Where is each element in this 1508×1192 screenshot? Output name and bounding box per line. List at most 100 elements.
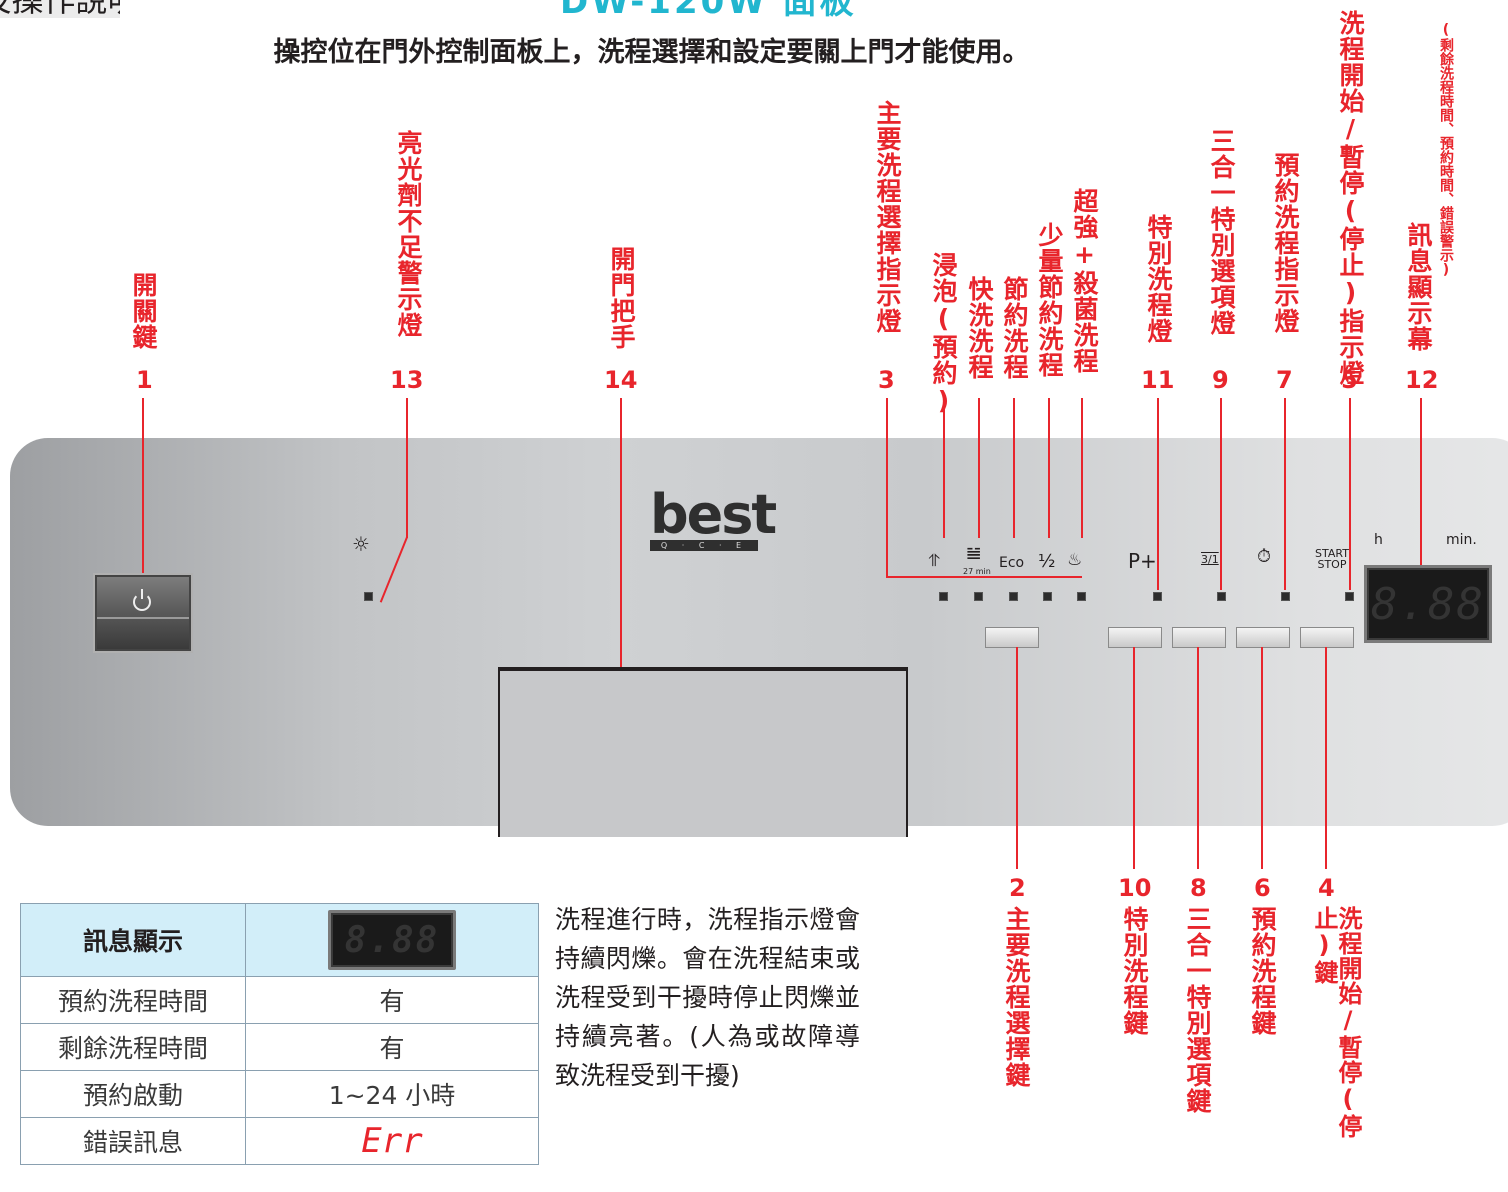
power-icon — [133, 593, 151, 611]
table-cell: 錯誤訊息 — [20, 1117, 246, 1165]
num-14: 14 — [604, 366, 638, 394]
label-display-note: (剩餘洗程時間、預約時間、錯誤警示) — [1438, 22, 1454, 278]
leader-quick — [978, 398, 980, 538]
table-header-label: 訊息顯示 — [20, 903, 246, 977]
label-main-key: 主要洗程選擇鍵 — [1002, 906, 1031, 1088]
led-eco — [1009, 592, 1018, 601]
brand-subtitle: Q · C · E — [650, 540, 758, 551]
label-display: 訊息顯示幕 — [1404, 222, 1433, 352]
num-13: 13 — [390, 366, 424, 394]
soak-icon: ⥣ — [928, 551, 941, 571]
door-handle[interactable] — [498, 667, 908, 837]
leader-4 — [1325, 647, 1327, 869]
glass-icon: 𝌡 — [966, 544, 982, 564]
table-cell: 有 — [245, 976, 539, 1024]
label-start-key: 洗程開始/暫停(停止)鍵 — [1310, 906, 1362, 1139]
num-5: 5 — [1341, 366, 1358, 394]
power-button[interactable] — [95, 575, 191, 651]
table-cell: 1~24 小時 — [245, 1070, 539, 1118]
model-title: DW-120W 面板 — [560, 0, 857, 22]
half-icon: ½ — [1038, 551, 1056, 572]
table-header-display: 8.88 — [245, 903, 539, 977]
table-display-digits: 8.88 — [344, 919, 440, 961]
label-door-handle: 開門把手 — [607, 246, 636, 350]
intensive-icon: ♨ — [1067, 550, 1083, 570]
table-cell: 有 — [245, 1023, 539, 1071]
leader-eco — [1013, 398, 1015, 538]
leader-11 — [1157, 398, 1159, 590]
num-1: 1 — [136, 366, 153, 394]
label-main-indicator: 主要洗程選擇指示燈 — [873, 100, 902, 334]
num-9: 9 — [1212, 366, 1229, 394]
error-code: Err — [245, 1117, 539, 1165]
start-stop-key[interactable] — [1300, 627, 1354, 648]
leader-1 — [142, 398, 144, 580]
label-start-light: 洗程開始/暫停(停止)指示燈 — [1336, 10, 1365, 386]
leader-3 — [886, 398, 888, 576]
note-text: 洗程進行時，洗程指示燈會持續閃爍。會在洗程結束或洗程受到干擾時停止閃爍並持續亮著… — [555, 905, 860, 1090]
led-soak — [939, 592, 948, 601]
label-special-key: 特別洗程鍵 — [1120, 906, 1149, 1036]
leader-6 — [1261, 647, 1263, 869]
label-delay-light: 預約洗程指示燈 — [1271, 152, 1300, 334]
leader-10 — [1133, 647, 1135, 869]
num-4: 4 — [1318, 874, 1335, 902]
num-12: 12 — [1405, 366, 1439, 394]
main-program-key[interactable] — [985, 627, 1039, 648]
leader-12 — [1420, 398, 1422, 568]
leader-intensive — [1081, 398, 1083, 538]
label-soak: 浸泡(預約) — [929, 252, 958, 416]
led-start — [1345, 592, 1354, 601]
section-title: (3) 面板及操作說明 — [0, 0, 120, 18]
label-delay-key: 預約洗程鍵 — [1248, 906, 1277, 1036]
special-program-key[interactable] — [1108, 627, 1162, 648]
label-power-key: 開關鍵 — [129, 272, 158, 350]
num-7: 7 — [1276, 366, 1293, 394]
three-in-one-icon: 3/1 — [1201, 553, 1219, 566]
leader-8 — [1197, 647, 1199, 869]
num-8: 8 — [1190, 874, 1207, 902]
leader-soak — [943, 398, 945, 538]
num-2: 2 — [1009, 874, 1026, 902]
led-special — [1153, 592, 1162, 601]
num-6: 6 — [1254, 874, 1271, 902]
led-delay — [1281, 592, 1290, 601]
leader-7 — [1284, 398, 1286, 590]
leader-half — [1048, 398, 1050, 538]
leader-3-h — [886, 576, 1082, 578]
led-half — [1043, 592, 1052, 601]
num-3: 3 — [878, 366, 895, 394]
table-row: 剩餘洗程時間有 — [20, 1023, 539, 1071]
label-3in1-key: 三合一特別選項鍵 — [1183, 906, 1212, 1114]
led-intensive — [1077, 592, 1086, 601]
label-half-eco: 少量節約洗程 — [1035, 222, 1064, 378]
table-cell: 剩餘洗程時間 — [20, 1023, 246, 1071]
leader-5 — [1349, 398, 1351, 590]
sun-icon: ☼ — [352, 532, 370, 556]
led-3in1 — [1217, 592, 1226, 601]
table-row: 預約洗程時間有 — [20, 976, 539, 1024]
leader-9 — [1220, 398, 1222, 590]
plus-icon: P+ — [1128, 549, 1157, 573]
display-h-label: h — [1374, 532, 1383, 548]
label-3in1-light: 三合一特別選項燈 — [1207, 128, 1236, 336]
label-rinse-aid-warning: 亮光劑不足警示燈 — [394, 130, 423, 338]
three-in-one-key[interactable] — [1172, 627, 1226, 648]
leader-13 — [406, 398, 408, 538]
display-digits: 8.88 — [1371, 578, 1485, 630]
label-special-light: 特別洗程燈 — [1144, 214, 1173, 344]
num-10: 10 — [1118, 874, 1152, 902]
message-display: 8.88 — [1364, 565, 1492, 643]
table-cell: 預約洗程時間 — [20, 976, 246, 1024]
brand-logo: best — [650, 483, 777, 546]
subtitle: 操控位在門外控制面板上，洗程選擇和設定要關上門才能使用。 — [273, 37, 1030, 68]
led-rinse-aid — [364, 592, 373, 601]
label-quick: 快洗洗程 — [965, 276, 994, 380]
delay-key[interactable] — [1236, 627, 1290, 648]
display-min-label: min. — [1446, 532, 1477, 548]
num-11: 11 — [1141, 366, 1175, 394]
leader-2 — [1016, 647, 1018, 869]
